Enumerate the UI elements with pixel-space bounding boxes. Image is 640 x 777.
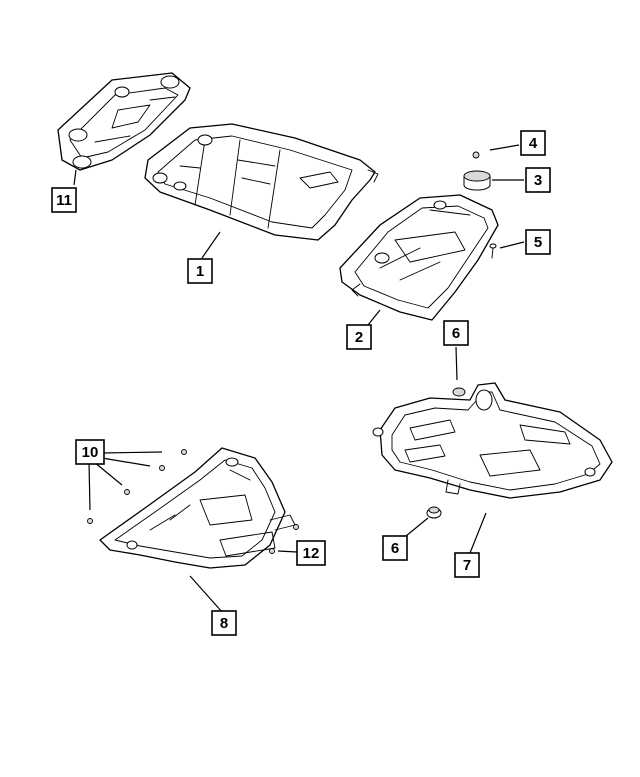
callout-5-label: 5 xyxy=(534,234,542,251)
part-5-bolt xyxy=(489,243,497,259)
part-11-front-skid-plate xyxy=(57,72,191,171)
part-10-fasteners xyxy=(87,449,187,524)
part-12-fasteners xyxy=(269,524,299,554)
part-6-bushing-upper xyxy=(452,387,466,397)
callout-3-label: 3 xyxy=(534,172,542,189)
callout-6-lower: 6 xyxy=(382,535,408,561)
callout-10-label: 10 xyxy=(82,444,99,461)
leader-lines xyxy=(73,144,525,614)
callout-3: 3 xyxy=(525,167,551,193)
callout-8: 8 xyxy=(211,610,237,636)
callout-10: 10 xyxy=(75,439,105,465)
callout-12: 12 xyxy=(296,540,326,566)
part-3-bushing xyxy=(463,170,491,191)
callout-2: 2 xyxy=(346,324,372,350)
part-4-nut xyxy=(472,151,480,159)
callout-11-label: 11 xyxy=(56,192,72,209)
part-2-middle-skid-plate xyxy=(339,194,499,321)
callout-6-lower-label: 6 xyxy=(391,540,399,557)
part-8-lower-skid-plate xyxy=(99,447,296,569)
callout-7: 7 xyxy=(454,552,480,578)
callout-11: 11 xyxy=(51,187,77,213)
callout-2-label: 2 xyxy=(355,329,363,346)
callout-1: 1 xyxy=(187,258,213,284)
callout-6-upper-label: 6 xyxy=(452,325,460,342)
part-6-bushing-lower xyxy=(426,506,442,519)
part-7-rear-skid-plate xyxy=(372,382,613,499)
callout-12-label: 12 xyxy=(303,545,320,562)
callout-4-label: 4 xyxy=(529,135,538,152)
callout-6-upper: 6 xyxy=(443,320,469,346)
callout-8-label: 8 xyxy=(220,615,228,632)
callout-5: 5 xyxy=(525,229,551,255)
callout-7-label: 7 xyxy=(463,557,471,574)
part-1-main-skid-plate xyxy=(144,123,379,241)
callout-1-label: 1 xyxy=(196,263,204,280)
callout-4: 4 xyxy=(520,130,546,156)
